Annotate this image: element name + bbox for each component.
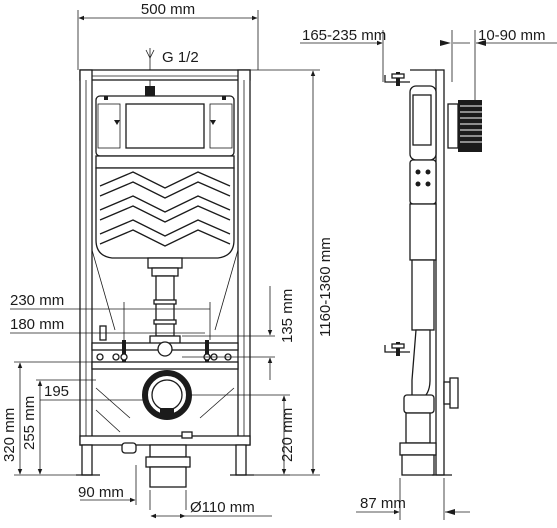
flush-pipe <box>147 257 183 347</box>
dim-wall-gap: 165-235 mm <box>300 27 470 82</box>
top-rail <box>79 69 251 81</box>
dim-90-label: 90 mm <box>78 484 124 501</box>
waste-pipe <box>145 444 191 510</box>
left-foot <box>81 444 93 476</box>
dim-195: 195 <box>40 383 145 401</box>
side-view: 165-235 mm 10-90 mm <box>300 27 557 520</box>
dim-195-label: 195 <box>44 383 69 400</box>
adjust-label: 10-90 mm <box>478 27 546 44</box>
right-foot <box>235 444 247 476</box>
dim-230: 230 mm <box>10 292 211 340</box>
dim-230-label: 230 mm <box>10 292 64 309</box>
drain-bracket <box>121 442 137 454</box>
cistern-band <box>95 155 235 169</box>
dim-320-255: 320 mm 255 mm <box>1 361 96 476</box>
side-flush-plate <box>447 100 482 152</box>
dim-320-label: 320 mm <box>1 408 18 462</box>
dim-adjust: 10-90 mm <box>474 27 557 110</box>
inlet-label: G 1/2 <box>162 49 199 66</box>
cistern <box>95 167 235 259</box>
dim-220-label: 220 mm <box>279 408 296 462</box>
dim-180-label: 180 mm <box>10 316 64 333</box>
dim-220: 220 mm <box>190 394 296 476</box>
flush-opening <box>95 86 235 157</box>
dim-110: Ø110 mm <box>150 499 272 519</box>
dim-90: 90 mm <box>78 465 137 505</box>
side-frame-post <box>435 69 445 476</box>
side-cistern <box>409 85 437 331</box>
dim-135-label: 135 mm <box>279 289 296 343</box>
width-dimension: 500 mm <box>77 1 259 70</box>
bottom-rail <box>79 435 251 446</box>
total-height-label: 1160-1360 mm <box>317 237 334 337</box>
width-label: 500 mm <box>141 1 195 18</box>
dim-255-label: 255 mm <box>21 396 38 450</box>
front-view: 500 mm G 1/2 <box>1 1 334 519</box>
dim-110-label: Ø110 mm <box>190 499 255 516</box>
wc-connection <box>142 370 192 420</box>
dim-87-label: 87 mm <box>360 495 406 512</box>
dim-135: 135 mm <box>182 286 296 380</box>
dim-87: 87 mm <box>356 478 470 520</box>
side-drain <box>399 329 459 476</box>
dim-180: 180 mm <box>10 316 205 334</box>
wall-gap-label: 165-235 mm <box>302 27 386 44</box>
lower-crossbar <box>91 361 239 370</box>
